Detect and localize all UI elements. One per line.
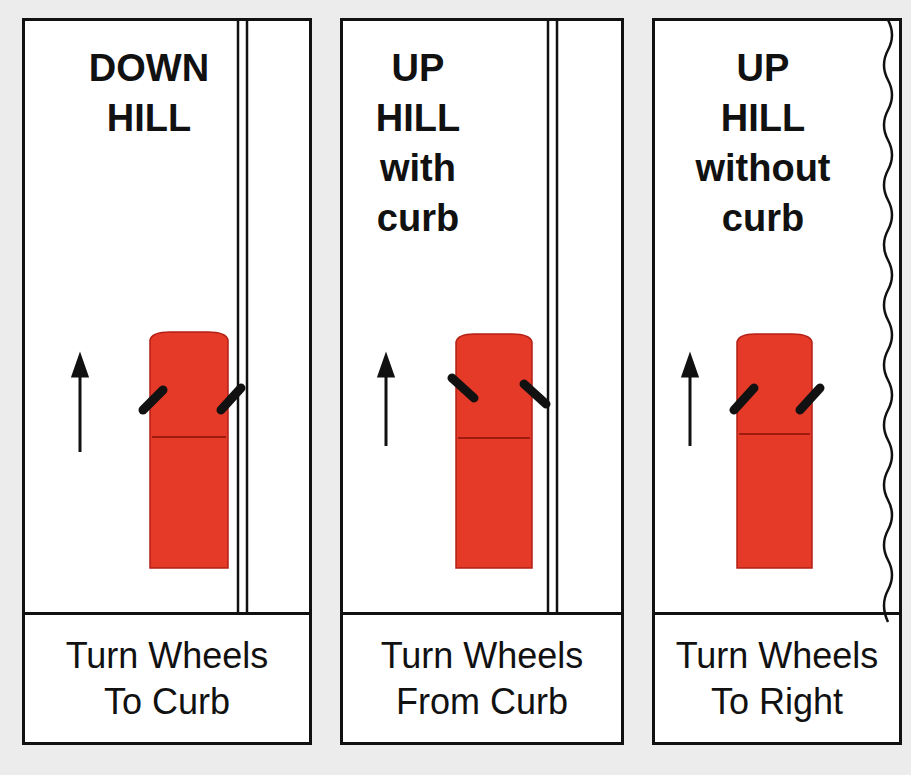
direction-arrow	[79, 372, 82, 452]
text-holder: Turn Wheels From Curb	[343, 615, 621, 742]
instruction-box: Turn Wheels To Right	[652, 612, 902, 745]
front-wheel	[143, 390, 163, 410]
front-wheel	[800, 388, 820, 410]
panel-ground	[340, 18, 624, 745]
car-body	[150, 332, 228, 568]
direction-arrow	[385, 372, 388, 446]
panel-ground	[652, 18, 902, 745]
arrow-head	[73, 356, 87, 376]
slope-label: DOWN HILL	[79, 43, 219, 143]
car-windshield-line	[458, 437, 530, 439]
direction-arrow	[689, 372, 692, 446]
scene-panel: UP HILL without curb	[652, 18, 902, 615]
scene-panel: DOWN HILL	[22, 18, 312, 615]
car-windshield-line	[152, 436, 226, 438]
road-edge	[884, 20, 892, 622]
front-wheel	[524, 384, 546, 404]
car-body	[456, 334, 532, 568]
front-wheel	[734, 388, 754, 410]
front-wheel	[452, 378, 474, 398]
arrow-head	[379, 356, 393, 376]
panel-ground	[22, 18, 312, 745]
slope-label: UP HILL with curb	[348, 43, 488, 243]
slope-label: UP HILL without curb	[693, 43, 833, 243]
instruction-text: Turn Wheels To Curb	[52, 633, 282, 725]
arrow-head	[683, 356, 697, 376]
curb-line	[556, 20, 559, 612]
scene-panel: UP HILL with curb	[340, 18, 624, 615]
curb-line	[237, 20, 240, 612]
instruction-box: Turn Wheels To Curb	[22, 612, 312, 745]
curb-line	[547, 20, 550, 612]
instruction-text: Turn Wheels From Curb	[367, 633, 597, 725]
front-wheel	[221, 388, 241, 410]
car-body	[737, 334, 812, 568]
curb-line	[246, 20, 249, 612]
car-windshield-line	[739, 433, 810, 435]
instruction-box: Turn Wheels From Curb	[340, 612, 624, 745]
text-holder: Turn Wheels To Curb	[25, 615, 309, 742]
instruction-text: Turn Wheels To Right	[662, 633, 892, 725]
text-holder: Turn Wheels To Right	[655, 615, 899, 742]
